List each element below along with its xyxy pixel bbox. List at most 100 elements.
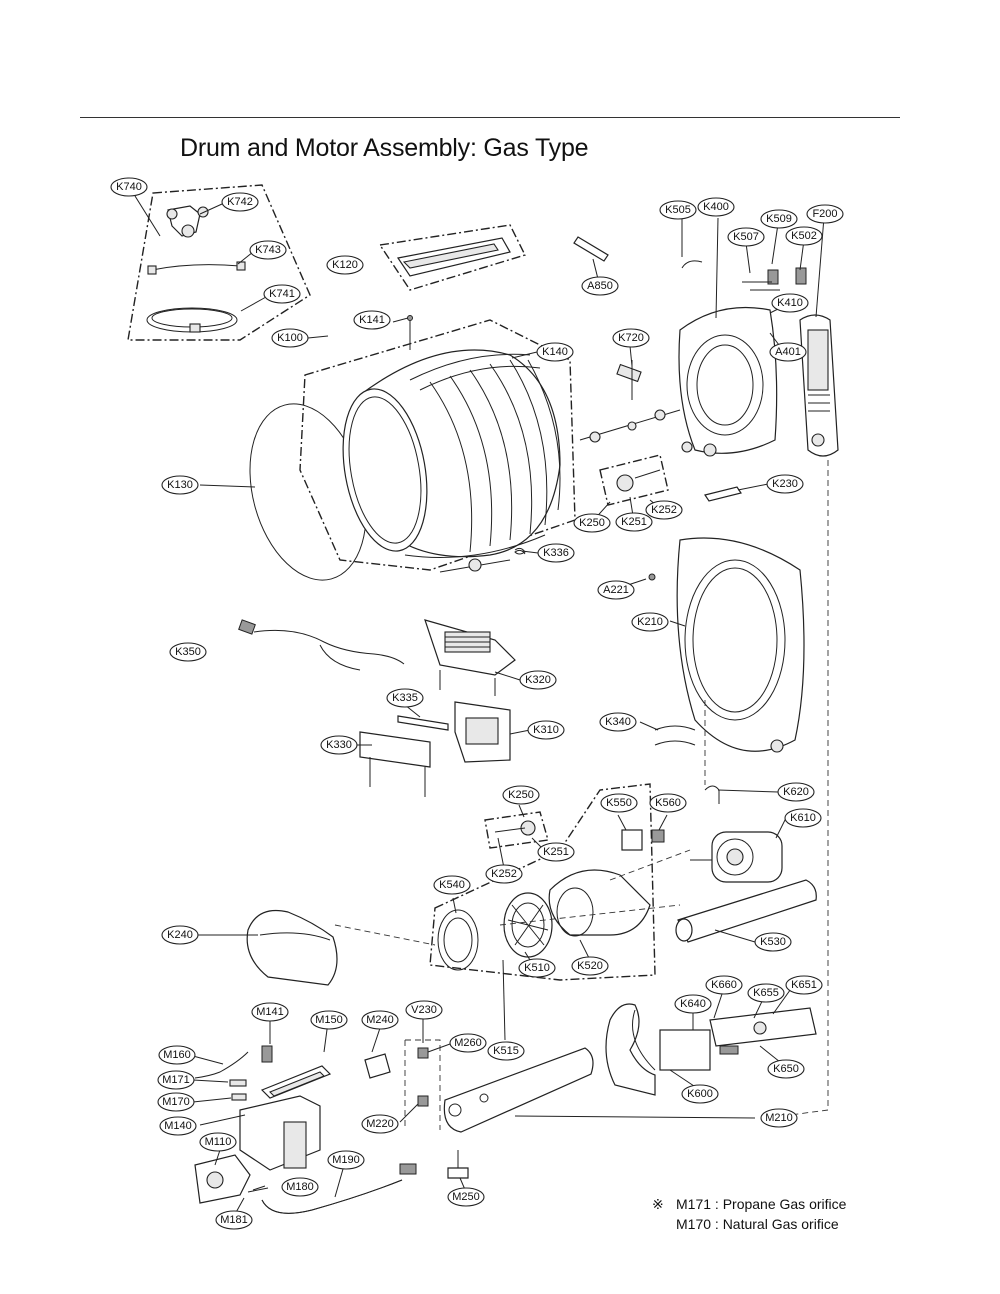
- svg-text:K515: K515: [493, 1045, 519, 1057]
- callout-k741: K741: [263, 284, 301, 304]
- svg-text:K610: K610: [790, 812, 816, 824]
- svg-text:K650: K650: [773, 1063, 799, 1075]
- svg-text:K230: K230: [772, 478, 798, 490]
- svg-text:K410: K410: [777, 297, 803, 309]
- callout-m220: M220: [361, 1114, 399, 1134]
- svg-text:F200: F200: [812, 208, 837, 220]
- callout-k610: K610: [784, 808, 822, 828]
- callout-k130: K130: [161, 475, 199, 495]
- svg-text:A401: A401: [775, 346, 801, 358]
- callout-k320: K320: [519, 670, 557, 690]
- blower-group-outline: [429, 783, 656, 981]
- svg-text:M190: M190: [332, 1154, 360, 1166]
- callout-k520: K520: [571, 956, 609, 976]
- svg-text:M240: M240: [366, 1014, 394, 1026]
- y-connector-part: [166, 205, 209, 238]
- svg-text:M220: M220: [366, 1118, 394, 1130]
- svg-text:K250: K250: [508, 789, 534, 801]
- callout-k400: K400: [697, 197, 735, 217]
- svg-text:V230: V230: [411, 1004, 437, 1016]
- callout-k743: K743: [249, 240, 287, 260]
- svg-text:M210: M210: [765, 1112, 793, 1124]
- svg-text:K502: K502: [791, 230, 817, 242]
- callout-k510: K510: [518, 958, 556, 978]
- callout-k600: K600: [681, 1084, 719, 1104]
- callout-a401: A401: [769, 342, 807, 362]
- callout-m250: M250: [447, 1187, 485, 1207]
- svg-text:K505: K505: [665, 204, 691, 216]
- callout-k515: K515: [487, 1041, 525, 1061]
- svg-text:M260: M260: [454, 1037, 482, 1049]
- svg-text:K510: K510: [524, 962, 550, 974]
- svg-text:K743: K743: [255, 244, 281, 256]
- k620-clip-part: [704, 785, 720, 804]
- svg-text:K520: K520: [577, 960, 603, 972]
- thermostat-parts: [681, 260, 807, 291]
- motor-part: [690, 831, 783, 883]
- svg-text:A850: A850: [587, 280, 613, 292]
- svg-text:K720: K720: [618, 332, 644, 344]
- callout-k620: K620: [777, 782, 815, 802]
- svg-text:K250: K250: [579, 517, 605, 529]
- svg-text:K509: K509: [766, 213, 792, 225]
- svg-text:K740: K740: [116, 181, 142, 193]
- callout-m190: M190: [327, 1150, 365, 1170]
- svg-text:M160: M160: [163, 1049, 191, 1061]
- svg-text:M141: M141: [256, 1006, 284, 1018]
- svg-text:K660: K660: [711, 979, 737, 991]
- svg-text:K251: K251: [543, 846, 569, 858]
- callout-k650: K650: [767, 1059, 805, 1079]
- note-propane-text: M171 : Propane Gas orifice: [676, 1196, 847, 1212]
- lint-housing-part: [424, 619, 516, 696]
- callout-k140: K140: [536, 342, 574, 362]
- svg-text:M180: M180: [286, 1181, 314, 1193]
- svg-text:K336: K336: [543, 547, 569, 559]
- callout-m181: M181: [215, 1210, 253, 1230]
- heater-bracket-group: [605, 1003, 817, 1096]
- callout-m141: M141: [251, 1002, 289, 1022]
- svg-text:K507: K507: [733, 231, 759, 243]
- exhaust-duct-part: [675, 879, 817, 943]
- callout-k210: K210: [631, 612, 669, 632]
- k340-clip-part-2: [654, 740, 696, 746]
- callout-k350: K350: [169, 642, 207, 662]
- page-title: Drum and Motor Assembly: Gas Type: [180, 134, 589, 162]
- k230-bracket-part: [704, 486, 742, 502]
- note-row-natural: M170 : Natural Gas orifice: [652, 1214, 846, 1234]
- wire-harness-part: [238, 619, 405, 671]
- svg-text:K620: K620: [783, 786, 809, 798]
- svg-text:M170: M170: [162, 1096, 190, 1108]
- svg-text:K600: K600: [687, 1088, 713, 1100]
- k240-cover-part: [246, 909, 338, 986]
- filter-panel-part: [799, 314, 839, 457]
- svg-text:M150: M150: [315, 1014, 343, 1026]
- callout-m171: M171: [157, 1070, 195, 1090]
- svg-text:K252: K252: [651, 504, 677, 516]
- guide-line-motor: [609, 849, 691, 881]
- k340-clip-part: [654, 725, 696, 731]
- callout-m210: M210: [760, 1108, 798, 1128]
- svg-text:K640: K640: [680, 998, 706, 1010]
- svg-text:K120: K120: [332, 259, 358, 271]
- guide-line-blower: [499, 904, 681, 926]
- spring-part: [514, 547, 526, 555]
- k550-switch-part: [621, 829, 665, 851]
- guide-line-right: [789, 460, 829, 1116]
- svg-text:M250: M250: [452, 1191, 480, 1203]
- header-rule: [80, 117, 900, 118]
- callout-a221: A221: [597, 580, 635, 600]
- callout-k141: K141: [353, 310, 391, 330]
- callout-k509: K509: [760, 209, 798, 229]
- svg-text:K335: K335: [392, 692, 418, 704]
- orifice-note: ※ M171 : Propane Gas orifice M170 : Natu…: [652, 1194, 846, 1234]
- callout-k252-lower: K252: [485, 864, 523, 884]
- drum-part: [342, 349, 561, 558]
- svg-text:K240: K240: [167, 929, 193, 941]
- callout-k530: K530: [754, 932, 792, 952]
- svg-text:K210: K210: [637, 616, 663, 628]
- callout-k507: K507: [727, 227, 765, 247]
- k310-cover-part: [454, 701, 511, 763]
- callout-k550: K550: [600, 793, 638, 813]
